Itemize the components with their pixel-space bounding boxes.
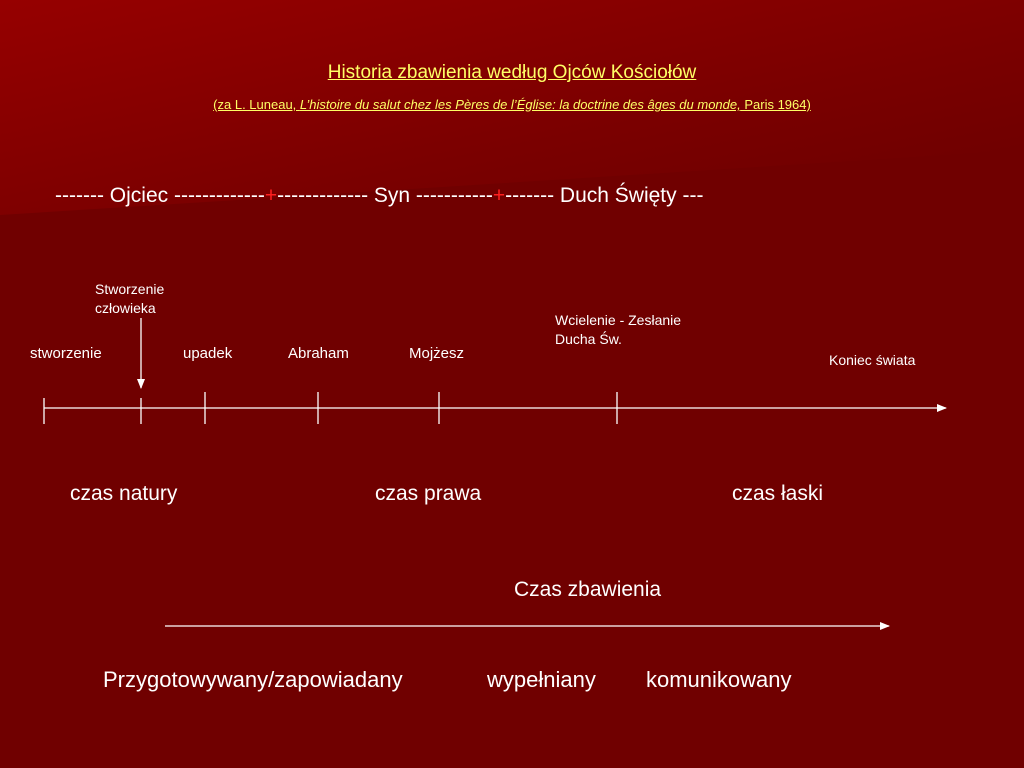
subtitle-prefix: (za L. Luneau, [213,97,300,112]
trinity-plus-2: + [492,184,506,207]
salvation-time-label: Czas zbawienia [514,578,662,601]
page-subtitle: (za L. Luneau, L’histoire du salut chez … [0,97,1024,112]
subtitle-suffix: Paris 1964) [740,97,811,112]
era-law: czas prawa [375,482,482,505]
incarnation-line-1: Wcielenie - Zesłanie [555,312,682,328]
event-abraham: Abraham [288,345,349,362]
salvation-fulfilled: wypełniany [487,667,596,692]
event-moses: Mojżesz [409,345,465,362]
trinity-spirit: ------- Duch Święty --- [505,184,704,207]
event-end-of-world: Koniec świata [829,352,916,368]
trinity-line: ------- Ojciec -------------+-----------… [55,184,703,208]
incarnation-line-2: Ducha Św. [555,331,622,347]
event-fall: upadek [183,345,233,362]
era-grace: czas łaski [732,482,824,505]
creation-of-man-label: Stworzenie człowieka [95,280,164,318]
trinity-father: ------- Ojciec ------------- [55,184,265,207]
event-creation: stworzenie [30,345,102,362]
creation-of-man-line-1: Stworzenie [95,281,165,297]
trinity-son: ------------- Syn ----------- [277,184,493,207]
page-title: Historia zbawienia według Ojców Kościołó… [327,62,697,83]
creation-of-man-line-2: człowieka [95,300,156,316]
subtitle-book-title: L’histoire du salut chez les Pères de l’… [299,97,741,112]
incarnation-label: Wcielenie - Zesłanie Ducha Św. [555,311,681,349]
trinity-plus-1: + [264,184,278,207]
era-nature: czas natury [70,482,178,505]
salvation-prepared: Przygotowywany/zapowiadany [103,667,403,692]
salvation-communicated: komunikowany [646,667,792,692]
